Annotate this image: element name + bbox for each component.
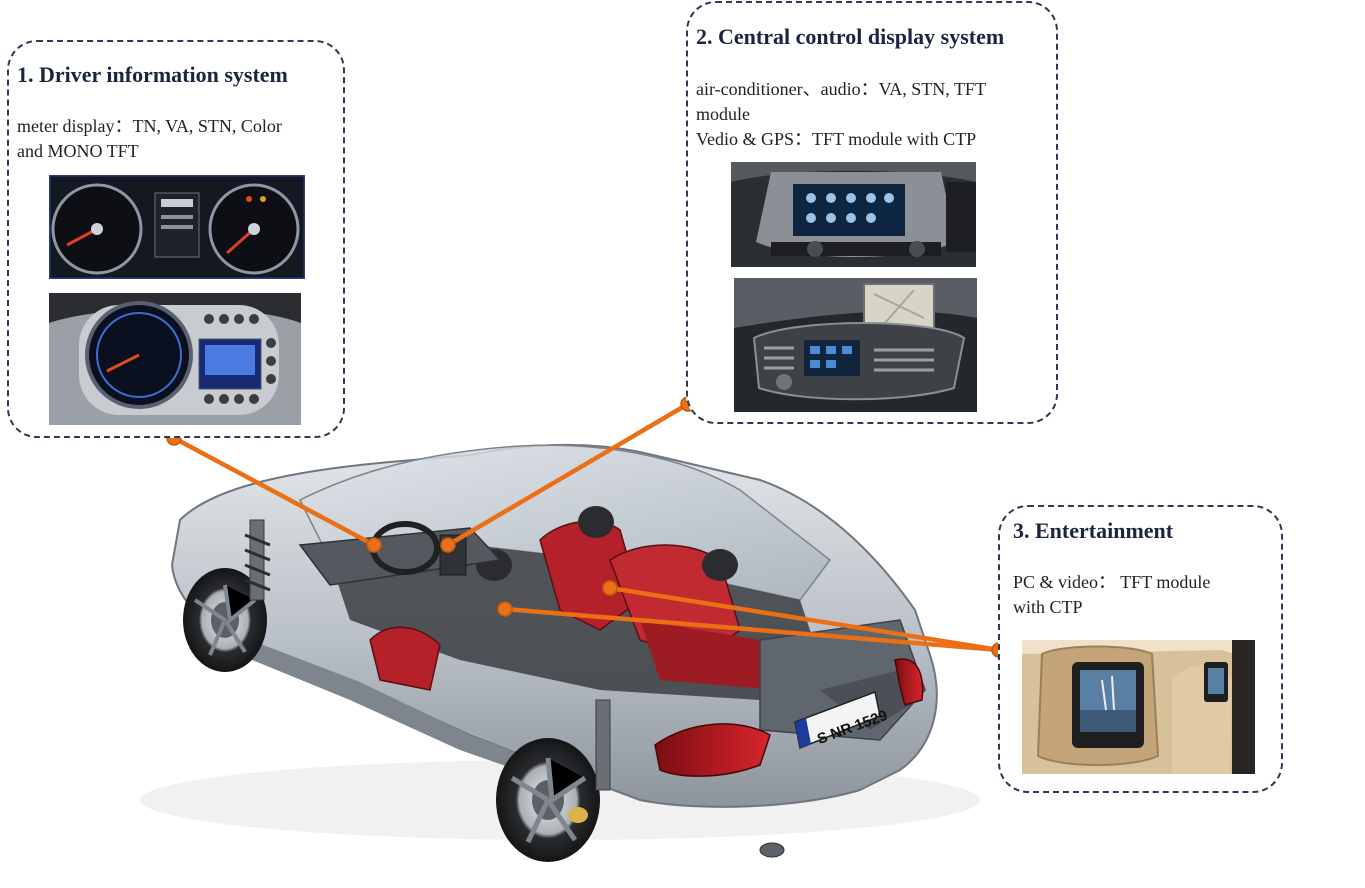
central-control-panel: 2. Central control display system air-co…: [686, 1, 1058, 424]
panel-description-line: PC & video： TFT module: [1013, 572, 1211, 592]
entertainment-panel: 3. Entertainment PC & video： TFT module …: [998, 505, 1283, 793]
panel-description-line: Vedio & GPS：TFT module with CTP: [696, 129, 977, 149]
car-trunk: [759, 619, 926, 741]
tail-lights: [654, 658, 924, 777]
center-console-display-photo: [731, 162, 976, 267]
navigation-console-photo: [734, 278, 977, 412]
rear-wheel: [496, 738, 600, 862]
panel-title: 2. Central control display system: [696, 24, 1005, 49]
panel-title: 3. Entertainment: [1013, 518, 1174, 543]
panel-description-line: with CTP: [1013, 597, 1083, 617]
driver-information-panel: 1. Driver information system meter displ…: [7, 40, 345, 438]
connector-lines: [171, 401, 1002, 653]
panel-description-line: and MONO TFT: [17, 141, 139, 161]
suspension: [244, 519, 611, 791]
panel-description-line: module: [696, 104, 750, 124]
instrument-cluster-photo: [49, 175, 305, 279]
panel-description-line: meter display：TN, VA, STN, Color: [17, 116, 282, 136]
exhaust-pipe: [759, 842, 785, 858]
headrest-monitor-photo: [1022, 640, 1255, 774]
front-wheel: [183, 568, 267, 672]
car-seats: [369, 506, 780, 691]
panel-description-line: air-conditioner、audio：VA, STN, TFT: [696, 79, 986, 99]
round-dashboard-meter-photo: [49, 293, 301, 425]
panel-title: 1. Driver information system: [17, 62, 288, 87]
